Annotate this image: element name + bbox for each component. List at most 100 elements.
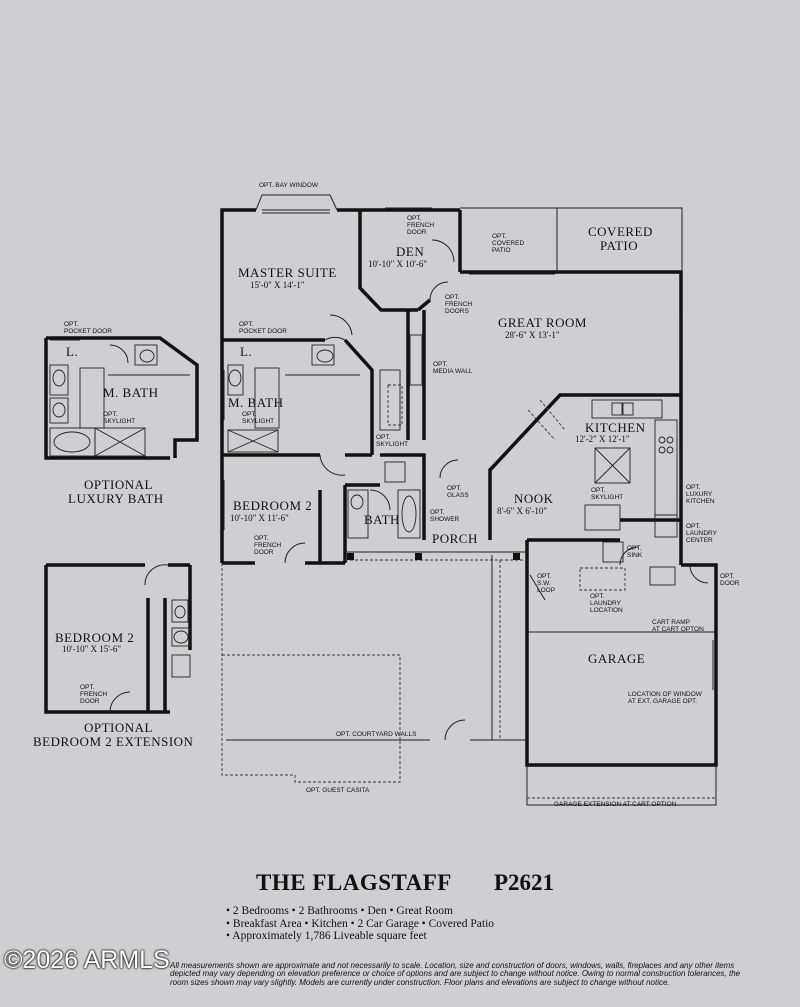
feature-line: • Breakfast Area • Kitchen • 2 Car Garag… <box>226 917 495 930</box>
french-door-bed2-note-3: DOOR <box>254 549 274 556</box>
skylight-kitchen-note-2: SKYLIGHT <box>591 494 623 501</box>
skylight-mbath-note-2: SKYLIGHT <box>242 418 274 425</box>
media-wall-note-1: OPT. <box>433 361 448 368</box>
opt-bedroom2-label: BEDROOM 2 <box>55 630 134 645</box>
skylight-mbath-note-1: OPT. <box>242 411 257 418</box>
pocket-door-note-2: POCKET DOOR <box>239 328 287 335</box>
french-door-den-note-1: OPT. <box>407 215 422 222</box>
french-door-bed2-note-1: OPT. <box>254 535 269 542</box>
shower-note-2: SHOWER <box>430 516 460 523</box>
luxury-bath-caption-2: LUXURY BATH <box>68 491 164 506</box>
armls-watermark: ©2026 ARMLS <box>4 946 170 974</box>
bedroom2-ext-caption-2: BEDROOM 2 EXTENSION <box>33 734 194 749</box>
opt-m-bath-label: M. BATH <box>103 385 159 400</box>
french-doors-note-2: FRENCH <box>445 301 472 308</box>
bedroom2-ext-caption-1: OPTIONAL <box>84 720 153 735</box>
plan-title: THE FLAGSTAFF <box>256 870 452 895</box>
sw-loop-note-1: OPT. <box>537 573 552 580</box>
glass-note-2: GLASS <box>447 492 469 499</box>
courtyard-walls-note: OPT. COURTYARD WALLS <box>336 731 417 738</box>
windows <box>223 207 681 530</box>
closet-l-label: L. <box>240 344 252 359</box>
french-door-den-note-2: FRENCH <box>407 222 434 229</box>
feature-list: • 2 Bedrooms • 2 Bathrooms • Den • Great… <box>226 905 494 943</box>
master-suite-size: 15'-0" X 14'-1" <box>250 280 305 290</box>
skylight-mbath-opt-note-2: SKYLIGHT <box>103 418 135 425</box>
luxury-kitchen-note-3: KITCHEN <box>686 498 715 505</box>
main-house-walls <box>220 207 718 767</box>
covered-patio-note-2: COVERED <box>492 240 524 247</box>
opt-bedroom2-size: 10'-10" X 15'-6" <box>62 644 121 654</box>
fixtures <box>227 334 716 690</box>
bath-label: BATH <box>364 512 400 527</box>
garage-window-note-1: LOCATION OF WINDOW <box>628 691 703 698</box>
kitchen-label: KITCHEN <box>585 420 646 435</box>
m-bath-label: M. BATH <box>228 395 284 410</box>
cart-ramp-note-1: CART RAMP <box>652 619 690 626</box>
luxury-kitchen-note-2: LUXURY <box>686 491 713 498</box>
garage-extension-note: GARAGE EXTENSION AT CART OPTION <box>554 801 677 808</box>
guest-casita-note: OPT. GUEST CASITA <box>306 787 370 794</box>
covered-patio-note-3: PATIO <box>492 247 511 254</box>
bedroom2-size: 10'-10" X 11'-6" <box>230 513 289 523</box>
luxury-bath-caption-1: OPTIONAL <box>84 477 153 492</box>
sink-note-1: OPT. <box>627 545 642 552</box>
bay-window <box>255 194 338 214</box>
french-doors-note-1: OPT. <box>445 294 460 301</box>
feature-line: • Approximately 1,786 Liveable square fe… <box>226 930 427 942</box>
skylight-mbath-opt-note-1: OPT. <box>103 411 118 418</box>
optional-bedroom2-extension-drawing <box>44 563 192 714</box>
kitchen-size: 12'-2" X 12'-1" <box>575 434 630 444</box>
master-suite-label: MASTER SUITE <box>238 265 337 280</box>
option-captions: OPTIONAL LUXURY BATH OPTIONAL BEDROOM 2 … <box>33 477 194 749</box>
laundry-location-note-1: OPT. <box>590 593 605 600</box>
courtyard-and-casita <box>221 555 717 806</box>
french-doors-note-3: DOORS <box>445 308 470 315</box>
feature-line: • 2 Bedrooms • 2 Bathrooms • Den • Great… <box>226 905 453 917</box>
garage-label: GARAGE <box>588 651 645 666</box>
french-door-bed2-ext-note-3: DOOR <box>80 698 100 705</box>
laundry-location-note-2: LAUNDRY <box>590 600 622 607</box>
door-note-1: OPT. <box>720 573 735 580</box>
media-wall-note-2: MEDIA WALL <box>433 368 473 375</box>
pocket-door-opt-note-1: OPT. <box>64 321 79 328</box>
skylight-kitchen-note-1: OPT. <box>591 487 606 494</box>
covered-patio-note-1: OPT. <box>492 233 507 240</box>
sw-loop-note-3: LOOP <box>537 587 555 594</box>
covered-patio-label-1: COVERED <box>588 224 653 239</box>
closet-l-opt-label: L. <box>66 344 78 359</box>
laundry-center-note-1: OPT. <box>686 523 701 530</box>
pocket-door-opt-note-2: POCKET DOOR <box>64 328 112 335</box>
bedroom2-label: BEDROOM 2 <box>233 498 312 513</box>
glass-note-1: OPT. <box>447 485 462 492</box>
luxury-kitchen-note-1: OPT. <box>686 484 701 491</box>
french-door-bed2-note-2: FRENCH <box>254 542 281 549</box>
sw-loop-note-2: S.W. <box>537 580 551 587</box>
plan-number: P2621 <box>494 870 555 895</box>
shower-note-1: OPT. <box>430 509 445 516</box>
french-door-bed2-ext-note-1: OPT. <box>80 684 95 691</box>
porch-label: PORCH <box>432 531 478 546</box>
door-note-2: DOOR <box>720 580 740 587</box>
option-notes: OPT. BAY WINDOW OPT. FRENCH DOOR OPT. CO… <box>64 182 740 808</box>
bay-window-note: OPT. BAY WINDOW <box>259 182 319 189</box>
laundry-center-note-2: LAUNDRY <box>686 530 718 537</box>
french-door-den-note-3: DOOR <box>407 229 427 236</box>
french-door-bed2-ext-note-2: FRENCH <box>80 691 107 698</box>
optional-luxury-bath-drawing <box>44 336 199 460</box>
den-size: 10'-10" X 10'-6" <box>368 259 427 269</box>
great-room-label: GREAT ROOM <box>498 315 587 330</box>
nook-size: 8'-6" X 6'-10" <box>497 506 547 516</box>
skylight-hall-note-1: OPT. <box>376 434 391 441</box>
laundry-center-note-3: CENTER <box>686 537 713 544</box>
covered-patio-label-2: PATIO <box>600 238 638 253</box>
great-room-size: 28'-6" X 13'-1" <box>505 330 560 340</box>
dashed-options <box>387 384 566 441</box>
laundry-location-note-3: LOCATION <box>590 607 623 614</box>
sink-note-2: SINK <box>627 552 643 559</box>
disclaimer-text: All measurements shown are approximate a… <box>170 961 741 987</box>
garage-window-note-2: AT EXT. GARAGE OPT. <box>628 698 697 705</box>
cart-ramp-note-2: AT CART OPTON <box>652 626 704 633</box>
